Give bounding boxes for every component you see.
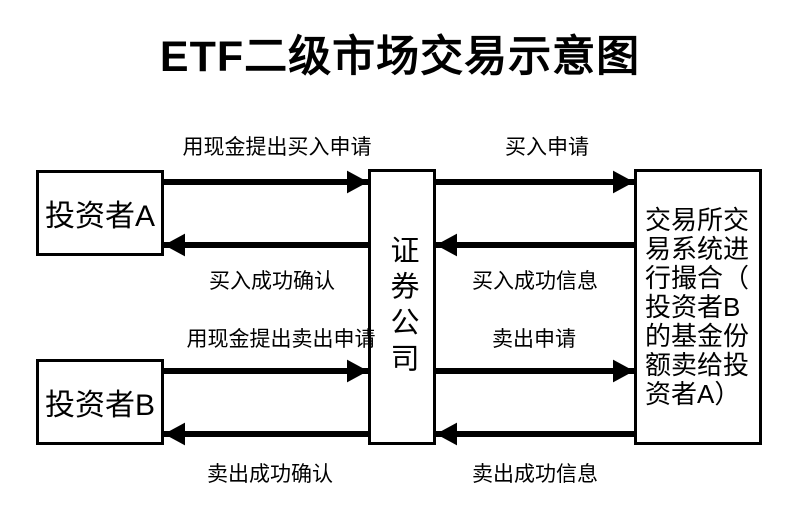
investor-b-box: 投资者B xyxy=(36,359,164,445)
broker-label: 证券公司 xyxy=(386,235,418,379)
label-buy-confirm: 买入成功确认 xyxy=(209,270,335,293)
exchange-box: 交易所交 易系统进 行撮合（ 投资者B 的基金份 额卖给投 资者A） xyxy=(634,169,762,445)
label-sell-info: 卖出成功信息 xyxy=(472,463,598,486)
broker-box: 证券公司 xyxy=(368,169,436,445)
investor-b-label: 投资者B xyxy=(44,389,155,422)
exchange-label-line: 行撮合（ xyxy=(645,262,750,293)
exchange-label-line: 投资者B xyxy=(645,291,741,322)
investor-a-label: 投资者A xyxy=(44,200,155,233)
label-sell-request-cash: 用现金提出卖出申请 xyxy=(186,328,376,351)
diagram-title: ETF二级市场交易示意图 xyxy=(159,33,641,81)
label-sell-confirm: 卖出成功确认 xyxy=(207,463,333,486)
exchange-label-line: 易系统进 xyxy=(645,233,750,264)
label-buy-request-cash: 用现金提出买入申请 xyxy=(182,136,372,159)
exchange-label-line: 资者A） xyxy=(645,378,741,409)
exchange-label-line: 的基金份 xyxy=(645,320,750,351)
investor-a-box: 投资者A xyxy=(36,170,164,256)
label-buy-info: 买入成功信息 xyxy=(472,270,598,293)
exchange-label-line: 额卖给投 xyxy=(645,349,750,380)
exchange-label-line: 交易所交 xyxy=(645,204,750,235)
label-sell-request: 卖出申请 xyxy=(492,328,576,351)
label-buy-request: 买入申请 xyxy=(505,136,589,159)
